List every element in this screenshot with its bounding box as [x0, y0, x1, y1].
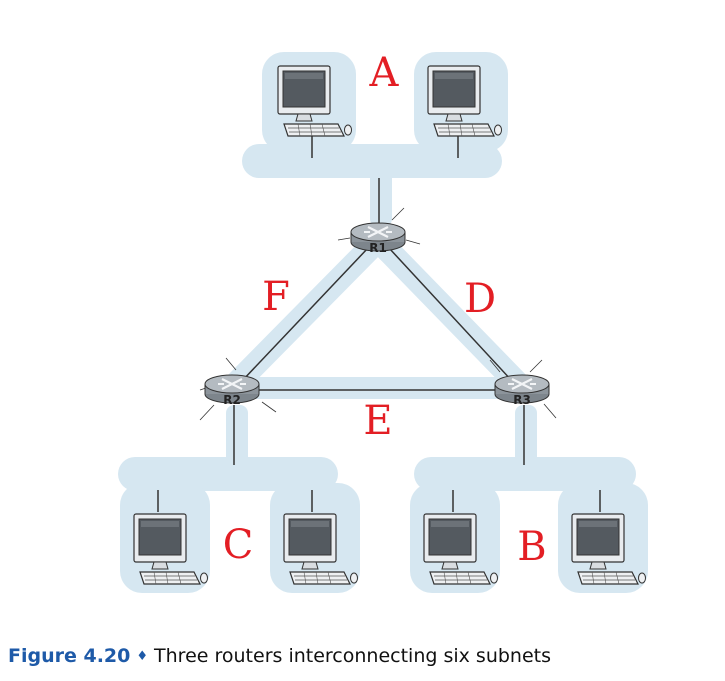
subnet-label-c: C	[223, 522, 254, 568]
router-r3-label: R3	[513, 393, 531, 407]
figure-number: Figure 4.20	[8, 645, 131, 667]
diamond-separator-icon: ♦	[136, 649, 149, 664]
link-r1-r2	[240, 247, 369, 383]
subnet-label-e: E	[363, 398, 392, 444]
link-r1-r3	[388, 247, 514, 383]
router-r1-label: R1	[369, 241, 387, 255]
subnet-b-region	[410, 405, 648, 593]
subnet-label-f: F	[262, 274, 290, 320]
caption-text: Three routers interconnecting six subnet…	[154, 645, 551, 667]
router-r1: R1	[349, 221, 407, 255]
router-r2: R2	[203, 373, 261, 407]
subnet-label-b: B	[517, 524, 546, 570]
router-r3: R3	[493, 373, 551, 407]
figure-caption: Figure 4.20 ♦ Three routers interconnectin…	[8, 645, 551, 667]
router-r2-label: R2	[223, 393, 241, 407]
subnet-label-a: A	[369, 50, 400, 96]
subnet-label-d: D	[464, 276, 496, 322]
